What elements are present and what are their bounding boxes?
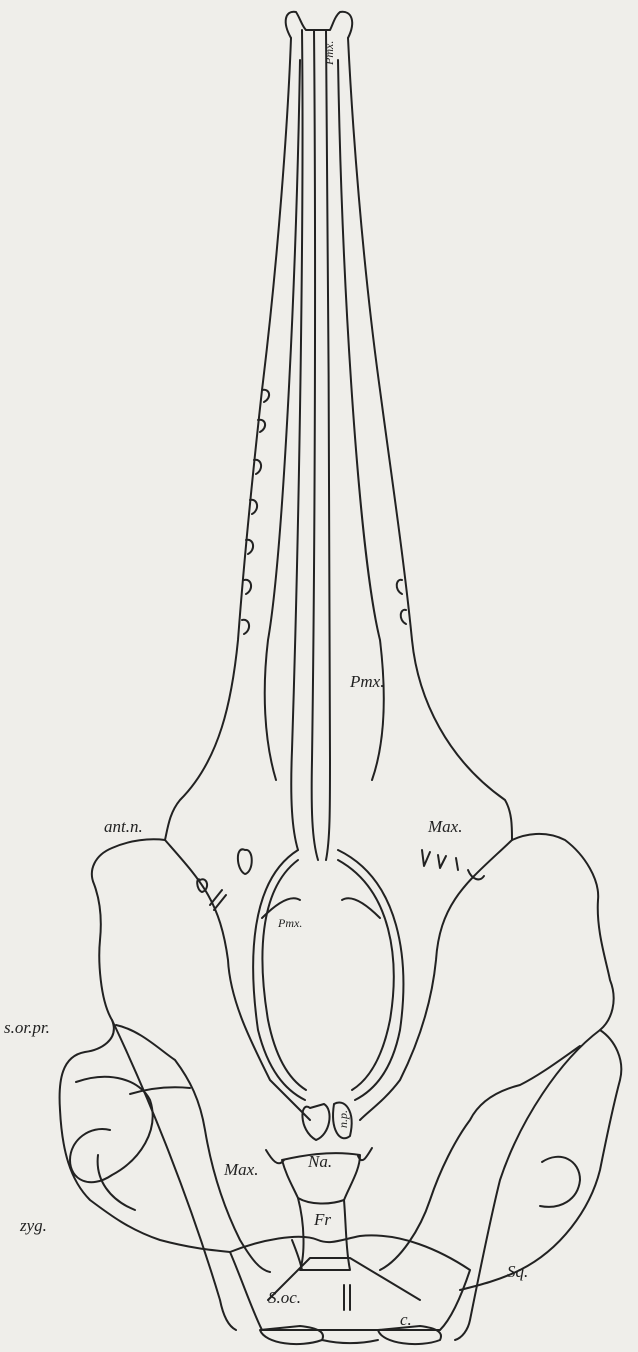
label-na: Na. [308, 1152, 332, 1172]
label-pmx-top: Pmx. [322, 41, 337, 65]
label-ant-n: ant.n. [104, 817, 143, 837]
squamosal-left [112, 1020, 236, 1330]
label-pmx-inner: Pmx. [278, 916, 302, 931]
label-s-oc: S.oc. [268, 1288, 301, 1308]
label-fr: Fr [314, 1210, 331, 1230]
premaxilla-line-3 [326, 30, 330, 860]
supraoccipital [230, 1235, 470, 1330]
teeth-left [242, 390, 269, 634]
rostrum-outline-right [348, 38, 512, 840]
label-c: c. [400, 1310, 412, 1330]
label-max-right: Max. [428, 817, 462, 837]
condyle-left [260, 1326, 323, 1344]
label-zyg: zyg. [20, 1216, 47, 1236]
antorbital-right [460, 834, 621, 1290]
mark-ant-right [422, 850, 458, 870]
frontal-bone [298, 1198, 350, 1270]
rostrum-outline-left [165, 38, 291, 840]
teeth-right [397, 580, 406, 624]
premaxilla-line-2 [312, 30, 318, 860]
nares-upper [302, 1104, 329, 1140]
mark-ant-left-1 [238, 849, 252, 874]
label-pmx-mid: Pmx. [350, 672, 384, 692]
label-max-left: Max. [224, 1160, 258, 1180]
label-s-or-pr: s.or.pr. [4, 1018, 50, 1038]
zygomatic-right-inner [540, 1157, 580, 1207]
label-np: n.p. [336, 1110, 351, 1128]
zygomatic-left-inner [70, 1077, 153, 1182]
mark-ant-left-3 [210, 890, 226, 910]
rostrum-tip [286, 12, 352, 38]
antorbital-left [60, 839, 230, 1252]
premaxilla-line-1 [291, 30, 302, 850]
maxilla-edge-left [116, 1025, 270, 1272]
label-sq: Sq. [507, 1262, 528, 1282]
